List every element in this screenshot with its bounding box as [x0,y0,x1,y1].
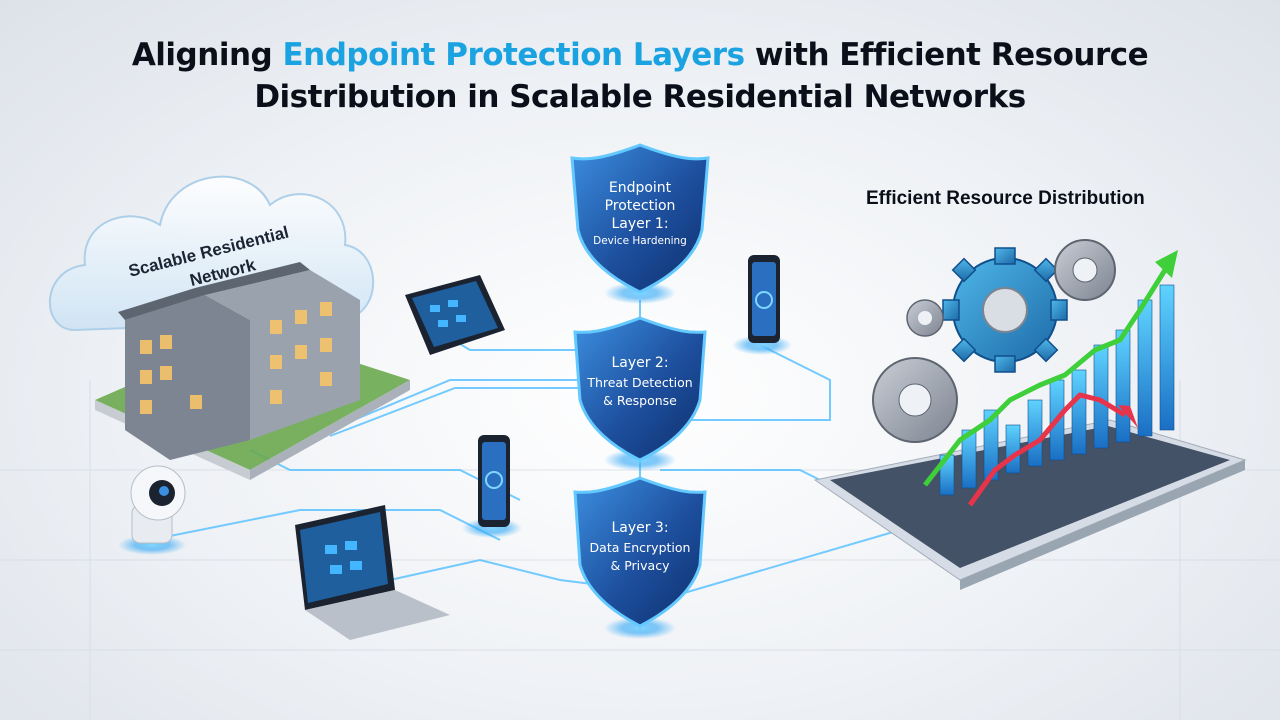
shield-3-line-3: & Privacy [611,558,671,573]
gear-large-blue [942,247,1068,373]
page-title: Aligning Endpoint Protection Layers with… [0,34,1280,118]
shield-3-line-2: Data Encryption [590,540,691,555]
laptop-icon [295,505,450,640]
title-line-2: Distribution in Scalable Residential Net… [254,79,1026,115]
shield-3-line-1: Layer 3: [611,520,668,536]
shield-2-line-2: Threat Detection [586,375,692,390]
title-part-2: with Efficient Resource [744,37,1149,73]
title-line-1: Aligning Endpoint Protection Layers with… [0,34,1280,76]
gear-small-gray [1054,239,1116,301]
shield-layer-1: Endpoint Protection Layer 1: Device Hard… [570,143,710,304]
title-highlight: Endpoint Protection Layers [282,37,746,73]
building-icon [95,262,410,480]
shield-1-line-3: Layer 1: [611,216,668,232]
resource-distribution-title: Efficient Resource Distribution [866,188,1145,209]
gear-icon [872,239,1116,443]
shield-2-line-3: & Response [603,393,677,408]
shield-1-line-1: Endpoint [609,180,672,196]
shield-2-line-1: Layer 2: [611,355,668,371]
shield-layer-2: Layer 2: Threat Detection & Response [573,316,707,471]
title-part-1: Aligning [131,37,283,73]
camera-icon [118,465,186,555]
tablet-icon [405,275,505,355]
phone-icon-middle [462,435,522,538]
phone-icon-top [732,255,792,355]
shield-layer-3: Layer 3: Data Encryption & Privacy [573,476,707,639]
shield-1-line-2: Protection [605,198,676,214]
gear-left-gray [872,357,958,443]
gear-tiny-gray [906,299,944,337]
bar-chart-icon [813,250,1247,590]
shield-1-line-4: Device Hardening [593,235,687,247]
